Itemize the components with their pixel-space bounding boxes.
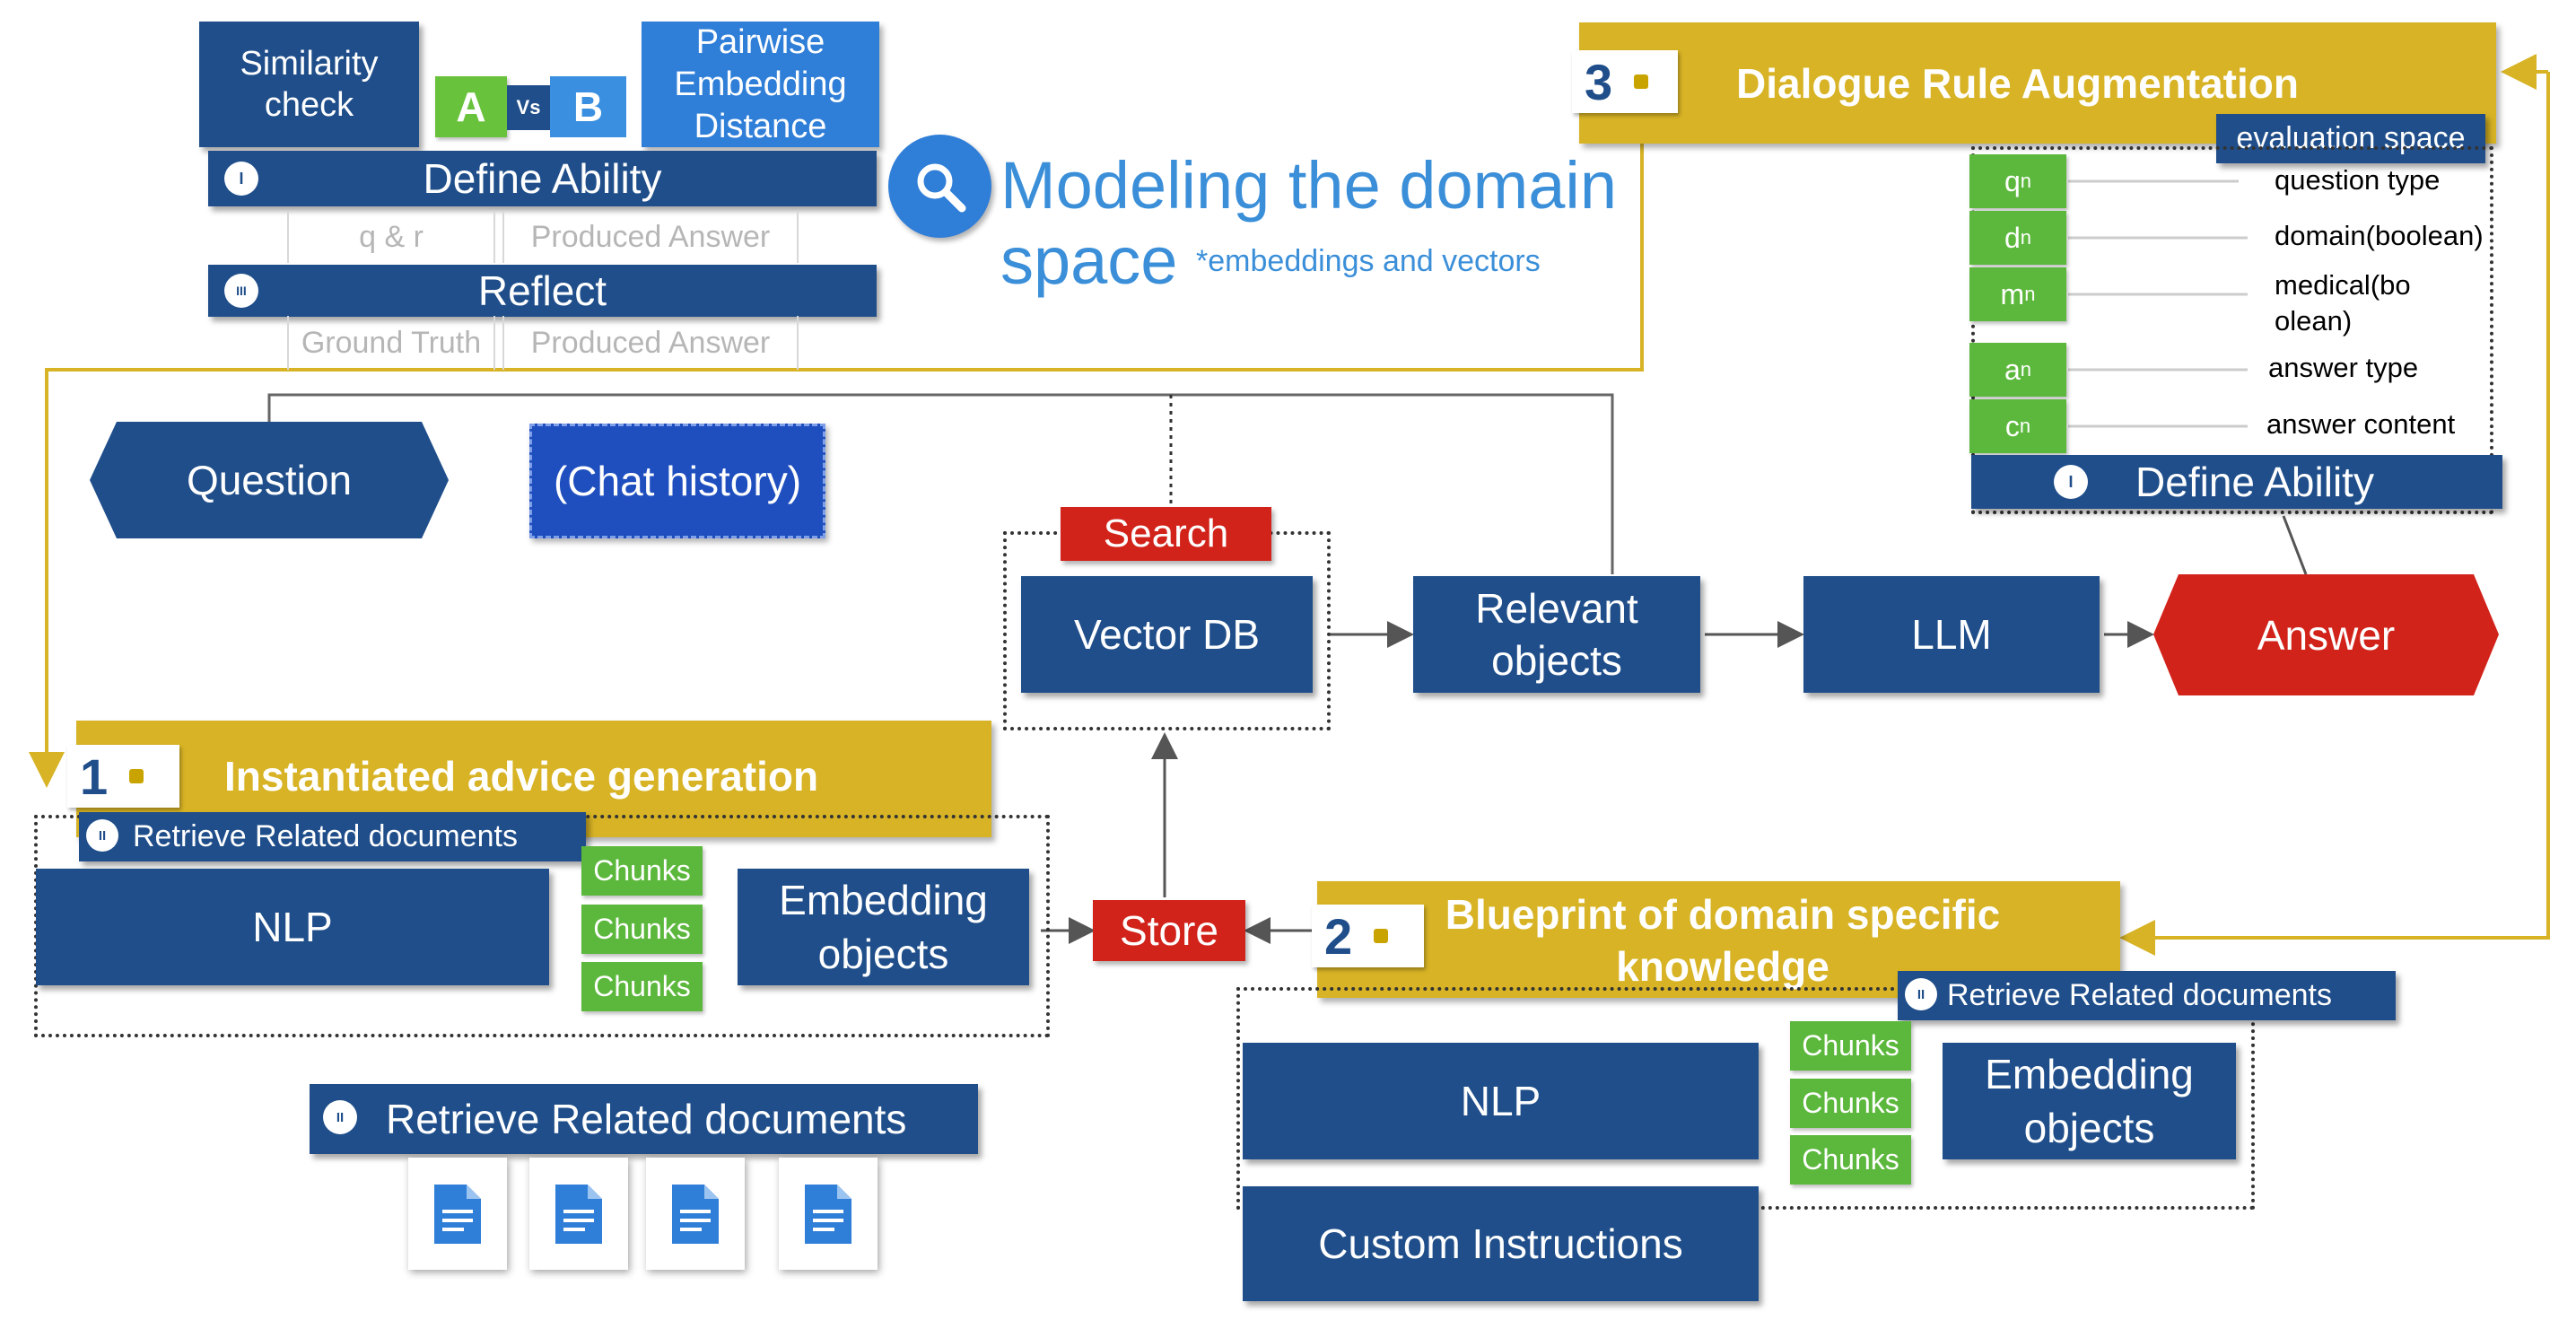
section3-define-ability-bar: I Define Ability — [1971, 455, 2502, 509]
pairwise-embedding-distance-box: Pairwise Embedding Distance — [642, 22, 879, 147]
section2-retrieve-bar: II Retrieve Related documents — [1898, 971, 2396, 1020]
section3-number: 3 — [1572, 50, 1678, 113]
section1-retrieve-bar: II Retrieve Related documents — [79, 812, 586, 861]
b-badge: B — [550, 76, 626, 137]
section1-nlp-node: NLP — [36, 869, 549, 985]
numeral-badge: I — [224, 162, 258, 196]
bullet-icon — [1374, 929, 1389, 943]
variable-m-label: medical(bo olean) — [2275, 269, 2411, 337]
define-ability-bar: I Define Ability — [208, 151, 877, 206]
modeling-subtitle: *embeddings and vectors — [1196, 244, 1541, 278]
bullet-icon — [129, 769, 144, 783]
document-icon — [529, 1158, 628, 1270]
numeral-badge: II — [1905, 978, 1937, 1010]
section2-chunk: Chunks — [1790, 1079, 1911, 1128]
question-node: Question — [186, 457, 353, 503]
define-ability-label: Define Ability — [423, 155, 662, 202]
relevant-objects-node: Relevant objects — [1413, 576, 1700, 693]
section1-chunk: Chunks — [581, 905, 703, 954]
section2-nlp-node: NLP — [1243, 1043, 1759, 1159]
section1-chunk: Chunks — [581, 846, 703, 896]
store-node: Store — [1093, 900, 1245, 961]
reflect-label: Reflect — [477, 267, 607, 314]
answer-node: Answer — [2257, 611, 2396, 659]
section1-chunk: Chunks — [581, 962, 703, 1011]
section2-chunk: Chunks — [1790, 1021, 1911, 1071]
chat-history-node: (Chat history) — [529, 424, 825, 538]
grid-cell-produced-answer-2: Produced Answer — [502, 316, 799, 370]
section3-group — [1971, 146, 2493, 514]
a-badge: A — [435, 76, 507, 137]
document-icon — [646, 1158, 745, 1270]
similarity-check-box: Similarity check — [199, 22, 419, 147]
bottom-retrieve-bar: II Retrieve Related documents — [310, 1084, 978, 1154]
bullet-icon — [1634, 74, 1649, 89]
search-node: Search — [1061, 507, 1271, 561]
section2-title: Blueprint of domain specific knowledge — [1445, 891, 2001, 990]
section1-title: Instantiated advice generation — [224, 753, 819, 800]
section2-embedding-node: Embedding objects — [1943, 1043, 2236, 1159]
section3-title: Dialogue Rule Augmentation — [1736, 60, 2299, 107]
section2-number: 2 — [1312, 905, 1424, 967]
variable-a-label: answer type — [2268, 352, 2419, 383]
custom-instructions-node: Custom Instructions — [1243, 1186, 1759, 1301]
numeral-badge: I — [2054, 465, 2088, 499]
question-shape — [90, 422, 449, 538]
section1-number: 1 — [67, 745, 179, 808]
section2-chunk: Chunks — [1790, 1135, 1911, 1185]
numeral-badge: III — [224, 274, 258, 308]
llm-node: LLM — [1803, 576, 2100, 693]
grid-cell-produced-answer: Produced Answer — [502, 211, 799, 263]
variable-d-label: domain(boolean) — [2275, 220, 2484, 251]
section1-embedding-node: Embedding objects — [738, 869, 1029, 985]
numeral-badge: II — [323, 1100, 357, 1134]
numeral-badge: II — [86, 819, 118, 852]
answer-shape — [2153, 574, 2499, 695]
grid-cell-q-and-r: q & r — [287, 211, 495, 263]
document-icon — [779, 1158, 878, 1270]
variable-c-label: answer content — [2266, 408, 2456, 440]
document-icon — [408, 1158, 507, 1270]
similarity-check-label: Similarity check — [240, 45, 379, 124]
search-icon — [888, 135, 991, 238]
variable-q-label: question type — [2275, 164, 2441, 196]
grid-cell-ground-truth: Ground Truth — [287, 316, 495, 370]
vector-db-node: Vector DB — [1021, 576, 1313, 693]
reflect-bar: III Reflect — [208, 265, 877, 317]
modeling-title: Modeling the domain space *embeddings an… — [1000, 148, 1617, 298]
vs-badge: Vs — [507, 85, 550, 130]
